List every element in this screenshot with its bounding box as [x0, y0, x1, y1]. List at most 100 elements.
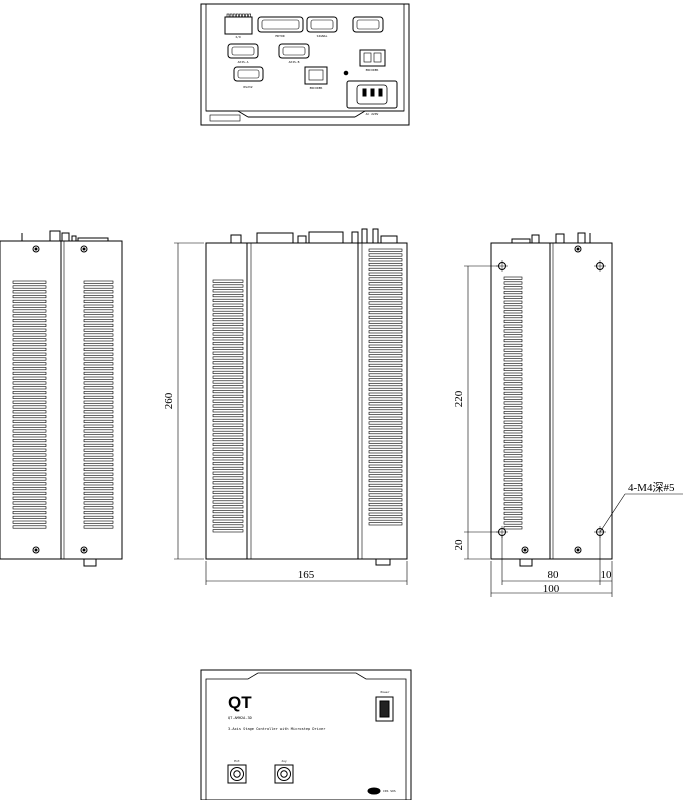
- vent-slot: [368, 469, 403, 473]
- vent-slot: [212, 500, 244, 504]
- vent-slot: [12, 319, 47, 323]
- vent-slot: [503, 401, 523, 405]
- vent-slot: [12, 314, 47, 318]
- vent-slot: [83, 511, 114, 515]
- vent-slot: [368, 387, 403, 391]
- vent-slot: [12, 501, 47, 505]
- vent-slot: [503, 367, 523, 371]
- vent-slot: [212, 351, 244, 355]
- vent-slot: [212, 332, 244, 336]
- vent-slot: [212, 514, 244, 518]
- vent-slot: [212, 481, 244, 485]
- vent-slot: [212, 442, 244, 446]
- left-side-vents: [12, 280, 114, 529]
- vent-slot: [503, 463, 523, 467]
- vent-slot: [368, 488, 403, 492]
- vent-slot: [212, 462, 244, 466]
- model-number: QT-AMH2A-3D: [228, 716, 252, 720]
- vent-slot: [368, 373, 403, 377]
- front-panel-text: QT QT-AMH2A-3D 3-Axis Stage Controller w…: [228, 690, 396, 793]
- vent-slot: [503, 415, 523, 419]
- vent-slot: [83, 338, 114, 342]
- vent-slot: [368, 464, 403, 468]
- vent-slot: [12, 520, 47, 524]
- vent-slot: [212, 409, 244, 413]
- vent-slot: [12, 295, 47, 299]
- vent-slot: [212, 361, 244, 365]
- vent-slot: [83, 496, 114, 500]
- vent-slot: [503, 483, 523, 487]
- vent-slot: [503, 497, 523, 501]
- vent-slot: [12, 343, 47, 347]
- vent-slot: [12, 472, 47, 476]
- vent-slot: [503, 295, 523, 299]
- vent-slot: [503, 377, 523, 381]
- vent-slot: [12, 400, 47, 404]
- vent-slot: [368, 431, 403, 435]
- vent-slot: [83, 309, 114, 313]
- vent-slot: [368, 335, 403, 339]
- dimension-hole-span-label: 220: [453, 390, 465, 407]
- vent-slot: [12, 299, 47, 303]
- vent-slot: [83, 381, 114, 385]
- vent-slot: [83, 299, 114, 303]
- vent-slot: [12, 410, 47, 414]
- vent-slot: [83, 525, 114, 529]
- vent-slot: [83, 443, 114, 447]
- vent-slot: [368, 411, 403, 415]
- vent-slot: [83, 400, 114, 404]
- vent-slot: [503, 420, 523, 424]
- vent-slot: [212, 279, 244, 283]
- dsub-connector-axis-b: [278, 43, 310, 59]
- vent-slot: [83, 343, 114, 347]
- vent-slot: [12, 477, 47, 481]
- vent-slot: [503, 439, 523, 443]
- vent-slot: [12, 280, 47, 284]
- vent-slot: [368, 339, 403, 343]
- power-switch[interactable]: [375, 696, 394, 722]
- vent-slot: [12, 309, 47, 313]
- product-description: 3-Axis Stage Controller with Microstep D…: [228, 727, 326, 731]
- vent-slot: [212, 385, 244, 389]
- vent-slot: [503, 334, 523, 338]
- vent-slot: [83, 405, 114, 409]
- right-side-vents: [503, 276, 523, 530]
- vent-slot: [503, 511, 523, 515]
- vent-slot: [83, 295, 114, 299]
- vent-slot: [503, 348, 523, 352]
- vent-slot: [212, 284, 244, 288]
- vent-slot: [212, 318, 244, 322]
- vent-slot: [83, 506, 114, 510]
- encoder-terminal: [359, 49, 386, 67]
- joy-port[interactable]: [274, 764, 294, 784]
- vent-slot: [212, 380, 244, 384]
- vent-slot: [12, 395, 47, 399]
- vent-slot: [503, 478, 523, 482]
- rear-panel-view: [200, 3, 410, 126]
- vent-slot: [12, 415, 47, 419]
- vent-slot: [503, 300, 523, 304]
- dimension-width-label: 100: [543, 583, 560, 595]
- vent-slot: [83, 410, 114, 414]
- vent-slot: [12, 434, 47, 438]
- thread-callout-leader: [599, 493, 683, 533]
- vent-slot: [212, 337, 244, 341]
- vent-slot: [12, 386, 47, 390]
- ac-power-inlet: [346, 80, 398, 109]
- vent-slot: [83, 319, 114, 323]
- vent-slot: [83, 304, 114, 308]
- ext-port[interactable]: [227, 764, 247, 784]
- connector-label: ENCODER: [310, 86, 323, 90]
- dip-switch-block: [224, 13, 253, 35]
- dip-switch-tooth: [232, 13, 236, 18]
- thread-callout-label: 4-M4深#5: [628, 481, 675, 494]
- vent-slot: [12, 333, 47, 337]
- vent-slot: [212, 471, 244, 475]
- vent-slot: [503, 372, 523, 376]
- vent-slot: [368, 306, 403, 310]
- vent-slot: [12, 424, 47, 428]
- vent-slot: [503, 329, 523, 333]
- vent-slot: [368, 291, 403, 295]
- vent-slot: [83, 415, 114, 419]
